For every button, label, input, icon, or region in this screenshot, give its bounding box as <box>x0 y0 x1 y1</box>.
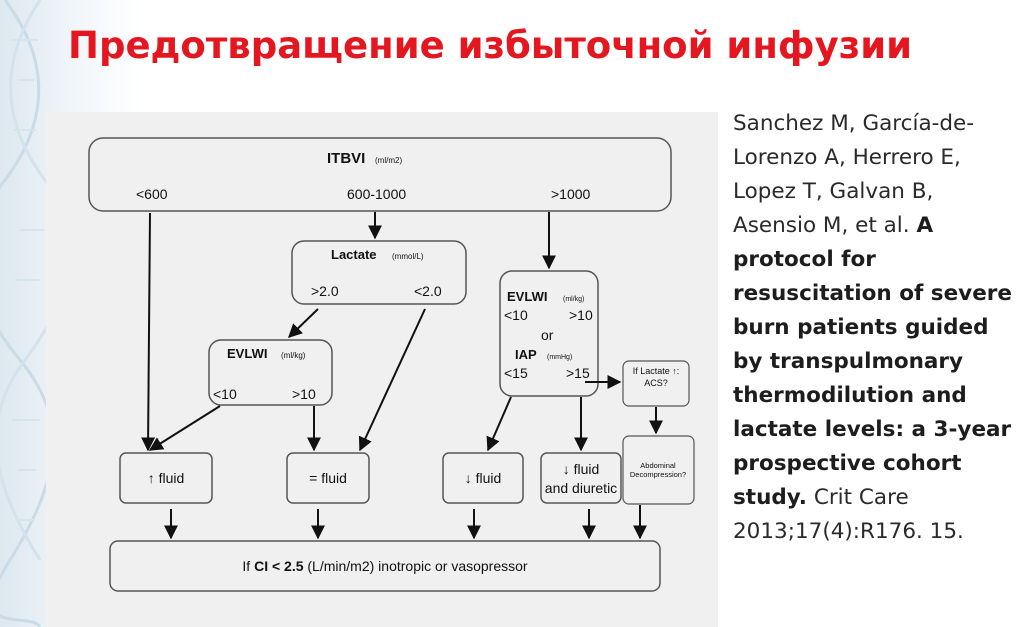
abdominal-line1: Abdominal <box>640 461 676 470</box>
fluid-diuretic-line2: and diuretic <box>545 480 617 496</box>
fluid-eq-label: = fluid <box>309 470 347 486</box>
arrow-lactate-to-fluid-eq <box>358 308 426 452</box>
citation-title: A protocol for resuscitation of severe b… <box>733 213 1012 510</box>
arrow-itbvi-to-fluid-up <box>141 212 156 452</box>
itbvi-unit: (ml/m2) <box>375 156 402 165</box>
iap-label: IAP <box>515 347 537 362</box>
fluid-down-label: ↓ fluid <box>465 470 502 486</box>
citation: Sanchez M, García-de-Lorenzo A, Herrero … <box>733 107 1015 549</box>
fluid-up-label: ↑ fluid <box>148 470 185 486</box>
evlwi-left-high: >10 <box>292 386 316 402</box>
evlwi-left-unit: (ml/kg) <box>281 351 306 360</box>
cardiac-index-box: If CI < 2.5 (L/min/m2) inotropic or vaso… <box>109 540 661 592</box>
evlwi-right-label: EVLWI <box>507 289 547 304</box>
iap-unit: (mmHg) <box>547 354 572 361</box>
fluid-down-box: ↓ fluid <box>442 452 524 504</box>
evlwi-right-unit: (ml/kg) <box>563 296 584 303</box>
itbvi-box: ITBVI (ml/m2) <600 600-1000 >1000 <box>88 137 672 212</box>
fluid-diuretic-line1: ↓ fluid <box>563 461 600 477</box>
itbvi-low: <600 <box>136 186 168 202</box>
or-text: or <box>541 327 554 343</box>
fluid-eq-box: = fluid <box>286 452 370 504</box>
cardiac-index-text: If CI < 2.5 (L/min/m2) inotropic or vaso… <box>242 558 528 574</box>
flow-arrows <box>141 212 663 540</box>
acs-line2: ACS? <box>644 378 668 388</box>
citation-source: Crit Care 2013;17(4):R176. 15. <box>733 485 964 544</box>
arrow-evlwi-iap-to-fluid-down <box>486 396 512 452</box>
lactate-high: >2.0 <box>311 283 339 299</box>
citation-authors: Sanchez M, García-de-Lorenzo A, Herrero … <box>733 111 975 238</box>
acs-line1: If Lactate ↑: <box>633 366 680 376</box>
dna-decoration <box>0 0 60 627</box>
evlwi-iap-box: EVLWI (ml/kg) <10 >10 or IAP (mmHg) <15 … <box>499 270 599 397</box>
lactate-low: <2.0 <box>414 283 442 299</box>
iap-low: <15 <box>504 365 528 381</box>
evlwi-left-box: EVLWI (ml/kg) <10 >10 <box>208 339 333 406</box>
lactate-box: Lactate (mmol/L) >2.0 <2.0 <box>291 240 467 305</box>
lactate-unit: (mmol/L) <box>392 252 424 261</box>
lactate-label: Lactate <box>331 247 377 262</box>
evlwi-right-high: >10 <box>569 307 593 323</box>
fluid-up-box: ↑ fluid <box>119 452 213 504</box>
arrow-evlwi-to-fluid-up <box>148 405 221 451</box>
abdominal-line2: Decompression? <box>630 470 686 479</box>
arrow-lactate-to-evlwi <box>287 308 319 338</box>
itbvi-high: >1000 <box>551 186 591 202</box>
slide-title: Предотвращение избыточной инфузии <box>68 24 913 67</box>
evlwi-right-low: <10 <box>504 307 528 323</box>
iap-high: >15 <box>566 365 590 381</box>
acs-box: If Lactate ↑: ACS? <box>622 360 690 407</box>
itbvi-mid: 600-1000 <box>347 186 406 202</box>
itbvi-label: ITBVI <box>327 150 365 167</box>
evlwi-left-label: EVLWI <box>227 346 267 361</box>
abdominal-box: Abdominal Decompression? <box>622 435 695 505</box>
fluid-diuretic-box: ↓ fluid and diuretic <box>540 452 622 504</box>
evlwi-left-low: <10 <box>213 386 237 402</box>
